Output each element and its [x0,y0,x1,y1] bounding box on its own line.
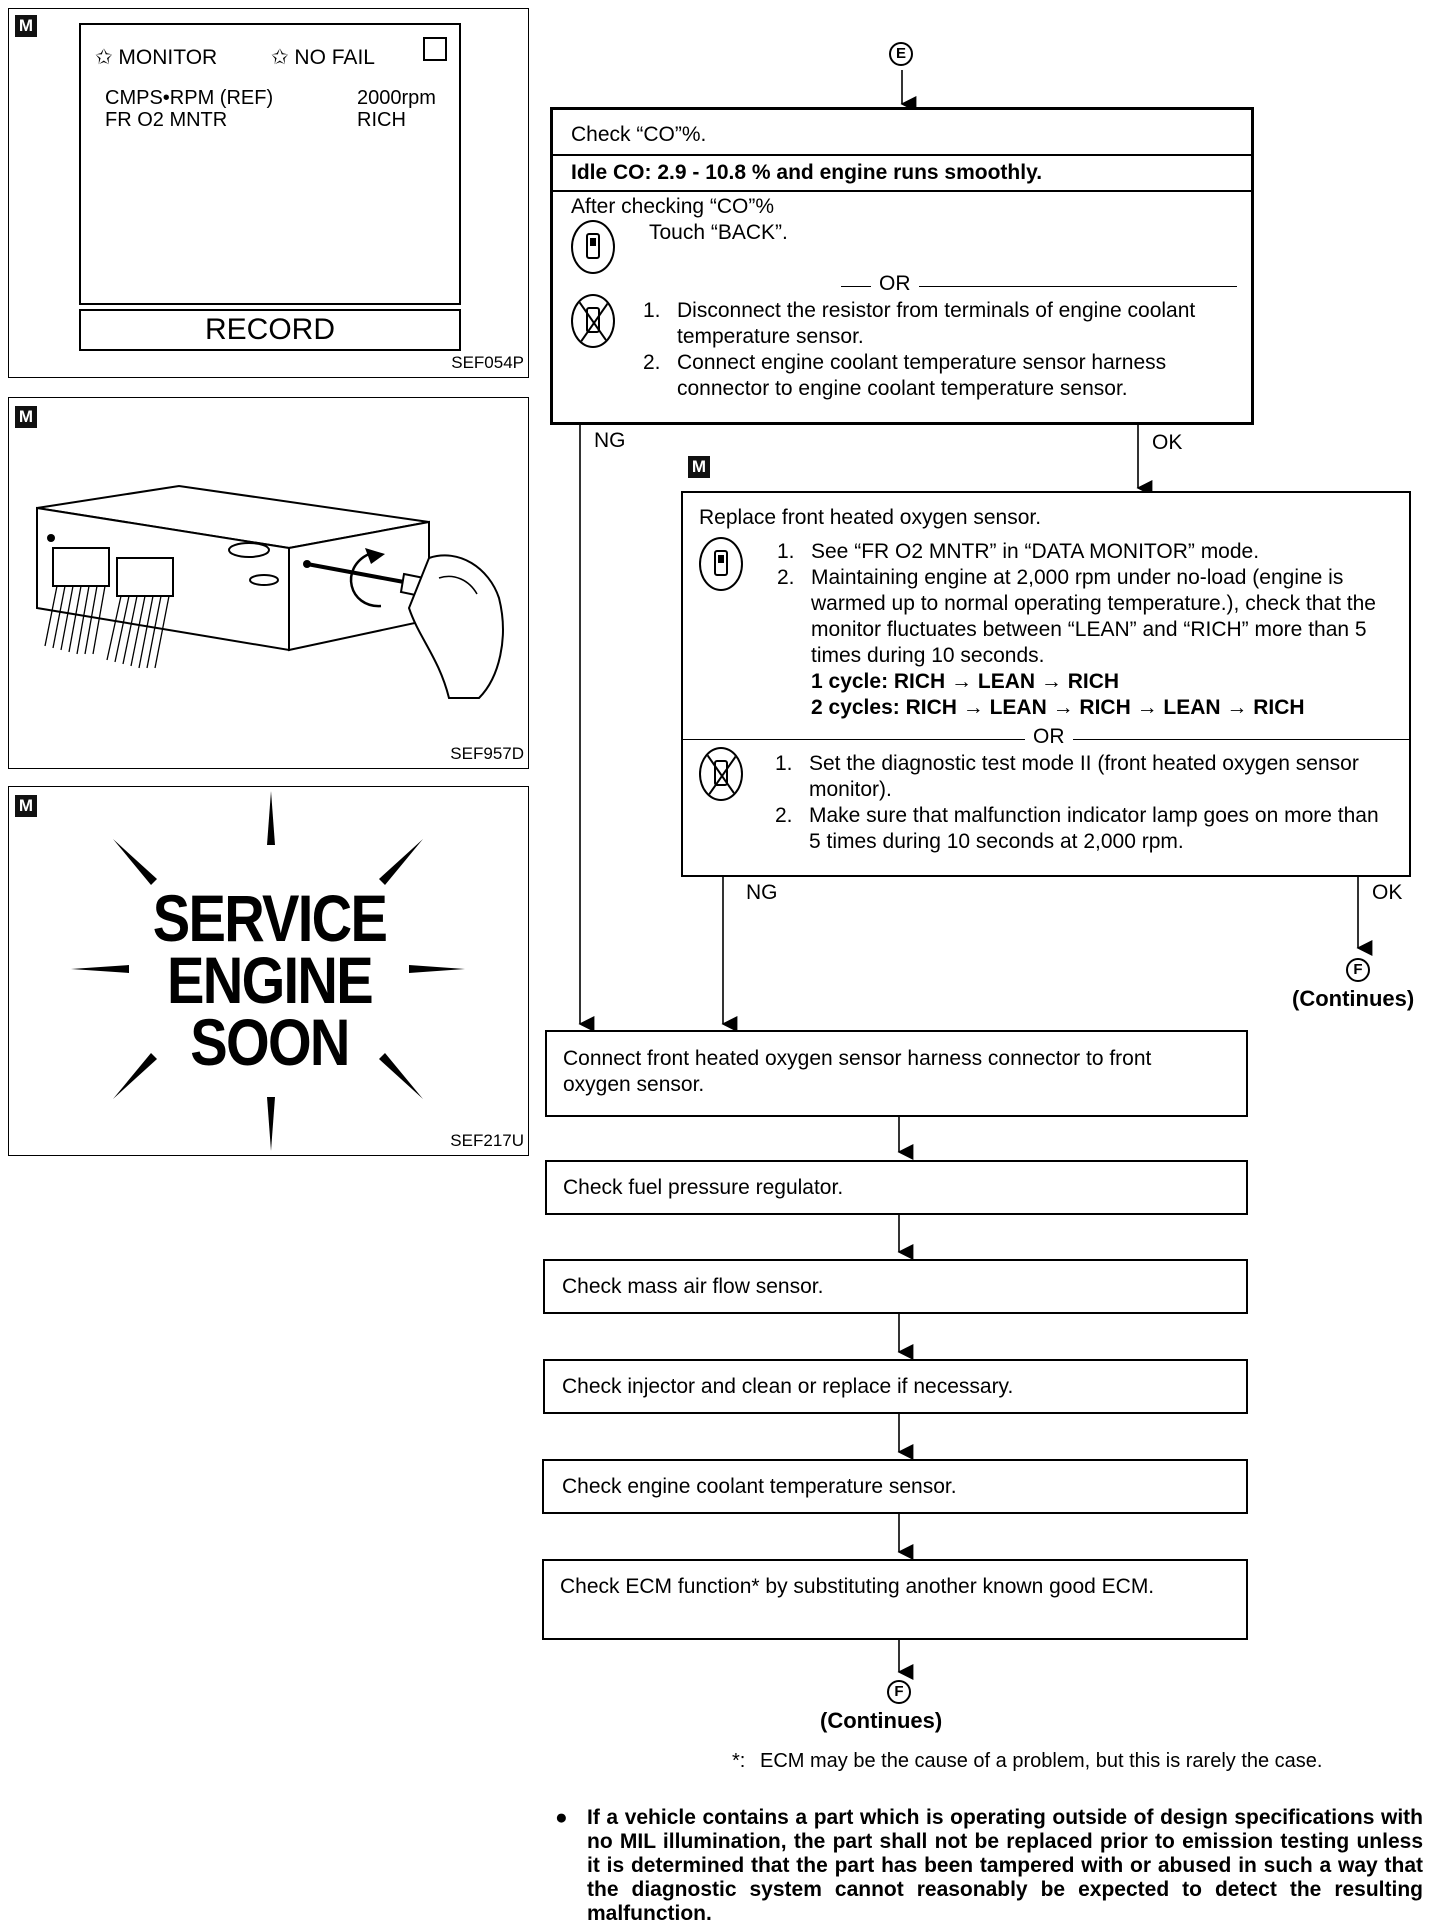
monitor-header-left: ✩ MONITOR [95,46,218,69]
check-co-box: Check “CO”%. Idle CO: 2.9 - 10.8 % and e… [550,107,1254,425]
service-line-2: ENGINE [167,943,374,1017]
no-consult-icon [699,747,743,801]
o2-consult-steps: 1.See “FR O2 MNTR” in “DATA MONITOR” mod… [777,539,1389,669]
check-co-title: Check “CO”%. [571,123,707,146]
figure-code: SEF957D [450,744,524,763]
service-line-1: SERVICE [152,881,388,955]
monitor-row-2-value: RICH [357,109,406,131]
divider [553,154,1251,156]
m-badge: M [15,795,37,817]
step-text: Check mass air flow sensor. [562,1275,824,1298]
o2-mil-steps: 1.Set the diagnostic test mode II (front… [775,751,1389,855]
replace-o2-box: Replace front heated oxygen sensor. 1.Se… [681,491,1411,877]
divider [553,190,1251,192]
lamp-rays [71,791,465,1151]
ok-label: OK [1372,881,1403,904]
footnote: *: ECM may be the cause of a problem, bu… [732,1748,1382,1774]
step-box-4: Check injector and clean or replace if n… [543,1359,1248,1414]
monitor-row-1-value: 2000rpm [357,87,436,109]
co-step-1: 1.Disconnect the resistor from terminals… [643,299,1196,348]
co-step-2: 2.Connect engine coolant temperature sen… [643,351,1167,400]
continues-label: (Continues) [1292,986,1415,1011]
o2-consult-step-1: 1.See “FR O2 MNTR” in “DATA MONITOR” mod… [777,540,1260,563]
figure-code: SEF217U [450,1131,524,1150]
bullet-symbol: ● [555,1806,568,1829]
figure-ecm: M SEF9 [8,397,529,769]
ng-label: NG [746,881,778,904]
step-box-1: Connect front heated oxygen sensor harne… [545,1030,1248,1117]
ng-label: NG [594,429,626,452]
m-badge: M [15,406,37,428]
co-steps: 1.Disconnect the resistor from terminals… [643,298,1243,402]
service-text: SERVICE ENGINE SOON [48,881,491,1079]
step-box-2: Check fuel pressure regulator. [545,1160,1248,1215]
or-label: OR [871,272,919,296]
service-line-3: SOON [190,1005,350,1079]
consult-icon [571,220,615,274]
monitor-checkbox [423,37,447,61]
connector-f: F [887,1680,911,1704]
consult-icon [699,537,743,591]
footnote-text: ECM may be the cause of a problem, but t… [760,1750,1323,1772]
m-badge: M [688,456,710,478]
continues-label: (Continues) [820,1708,943,1733]
bullet-note: ● If a vehicle contains a part which is … [555,1806,1423,1926]
or-divider [841,286,1237,287]
replace-o2-title: Replace front heated oxygen sensor. [699,506,1042,529]
or-label: OR [1025,725,1073,749]
monitor-row-1-label: CMPS•RPM (REF) [105,87,274,109]
step-box-5: Check engine coolant temperature sensor. [542,1459,1248,1514]
step-text: Check injector and clean or replace if n… [562,1375,1014,1398]
no-consult-icon [571,294,615,348]
o2-consult-step-2: 2.Maintaining engine at 2,000 rpm under … [777,566,1376,667]
m-badge: M [15,15,37,37]
step-text: Check ECM function* by substituting anot… [560,1575,1155,1598]
cycle-2: 2 cycles: RICH → LEAN → RICH → LEAN → RI… [811,696,1305,719]
step-text: Check fuel pressure regulator. [563,1176,844,1199]
figure-service-engine-soon: M SERVICE ENGINE SOON SEF217U [8,786,529,1156]
footnote-mark: *: [732,1750,746,1772]
bullet-text: If a vehicle contains a part which is op… [587,1806,1423,1925]
monitor-row-2-label: FR O2 MNTR [105,109,228,131]
step-box-6: Check ECM function* by substituting anot… [542,1559,1248,1640]
connector-e: E [889,42,913,66]
step-text: Connect front heated oxygen sensor harne… [563,1047,1152,1096]
monitor-header-right: ✩ NO FAIL [271,46,375,69]
step-text: Check engine coolant temperature sensor. [562,1475,957,1498]
ecm-illustration [36,484,504,699]
ok-label: OK [1152,431,1183,454]
o2-mil-step-1: 1.Set the diagnostic test mode II (front… [775,752,1359,801]
idle-co-spec: Idle CO: 2.9 - 10.8 % and engine runs sm… [571,161,1043,184]
monitor-screen: ✩ MONITOR ✩ NO FAIL CMPS•RPM (REF) 2000r… [79,23,461,305]
after-checking-text: After checking “CO”% [571,195,775,218]
record-button: RECORD [79,309,461,351]
cycle-1: 1 cycle: RICH → LEAN → RICH [811,670,1120,693]
figure-monitor: M ✩ MONITOR ✩ NO FAIL CMPS•RPM (REF) 200… [8,8,529,378]
o2-mil-step-2: 2.Make sure that malfunction indicator l… [775,804,1379,853]
figure-code: SEF054P [451,353,524,372]
step-box-3: Check mass air flow sensor. [543,1259,1248,1314]
connector-f: F [1346,958,1370,982]
touch-back-text: Touch “BACK”. [649,221,788,244]
